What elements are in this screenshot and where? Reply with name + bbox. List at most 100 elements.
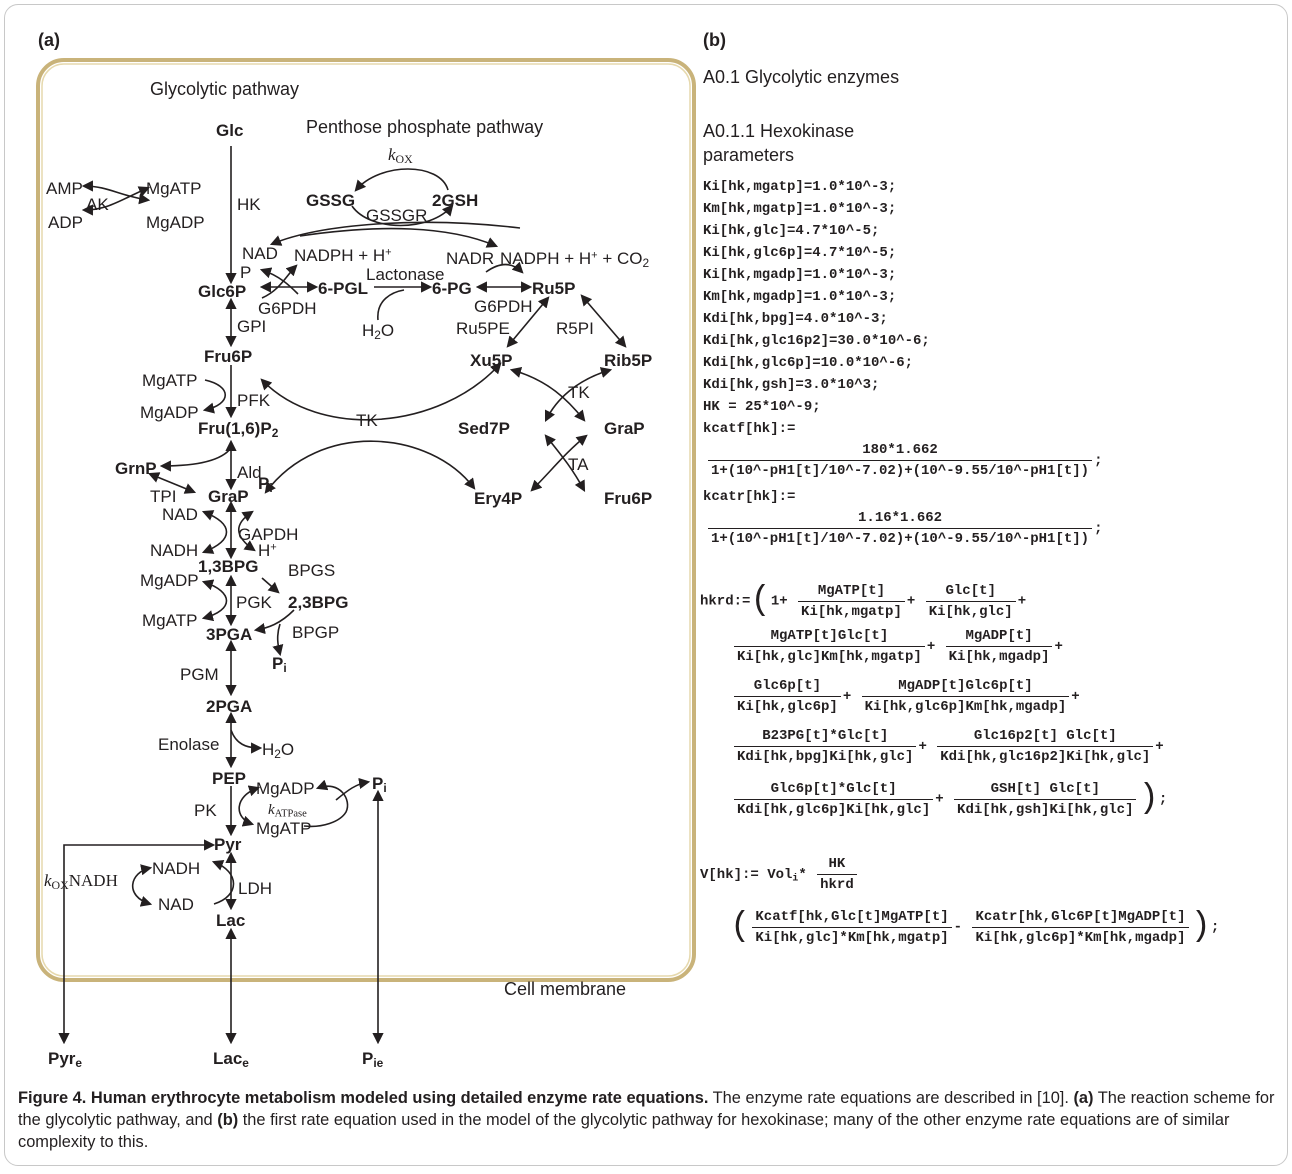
bpgp-curve bbox=[253, 609, 295, 635]
kcatr-lhs: kcatr[hk]:= bbox=[703, 489, 796, 505]
metabolite-gssg: GSSG bbox=[306, 191, 356, 210]
param-line: Kdi[hk,glc16p2]=30.0*10^-6; bbox=[703, 333, 930, 349]
param-line: HK = 25*10^-9; bbox=[703, 399, 821, 415]
hkrd-line-5: Glc6p[t]*Glc[t]Kdi[hk,glc6p]Ki[hk,glc]+ … bbox=[732, 780, 1167, 818]
cofactor-h2o-enolase: H2O bbox=[262, 740, 295, 761]
hkrd-term-den: Ki[hk,glc6p] bbox=[734, 696, 841, 715]
arrow-grnp-grap bbox=[147, 472, 197, 494]
param-line: Kdi[hk,bpg]=4.0*10^-3; bbox=[703, 311, 888, 327]
metabolite-pi-3: Pi bbox=[372, 774, 387, 795]
enzyme-pfk: PFK bbox=[237, 391, 271, 410]
v-term-den: Ki[hk,glc]*Km[hk,mgatp] bbox=[752, 926, 952, 946]
tk-arc-lower bbox=[264, 440, 476, 494]
enzyme-g6pdh-1: G6PDH bbox=[258, 299, 317, 318]
enzyme-ldh: LDH bbox=[238, 879, 273, 898]
param-line: Ki[hk,glc]=4.7*10^-5; bbox=[703, 223, 880, 239]
enzyme-tpi: TPI bbox=[150, 487, 177, 506]
enzyme-ald: Ald bbox=[237, 463, 262, 482]
metabolite-pi-1: Pi bbox=[258, 474, 273, 495]
cofactor-nad-1: NAD bbox=[242, 244, 278, 263]
metabolite-lac-e: Lace bbox=[213, 1049, 249, 1070]
ald-grnp-curve bbox=[159, 447, 232, 472]
v-lhs: V[hk]:= Vol bbox=[700, 867, 793, 884]
cofactor-nadh-3: NADH bbox=[152, 859, 201, 878]
hkrd-term-num: MgADP[t] bbox=[965, 628, 1033, 644]
arrow-pyr-export bbox=[58, 839, 216, 1045]
caption-text-3: the first rate equation used in the mode… bbox=[18, 1111, 1230, 1151]
kcatr-numerator: 1.16*1.662 bbox=[858, 510, 943, 526]
membrane-label: Cell membrane bbox=[504, 979, 627, 999]
enzyme-tk-big: TK bbox=[356, 411, 378, 430]
hkrd-term-num: MgATP[t]Glc[t] bbox=[770, 628, 889, 644]
cofactor-nad-3: NAD bbox=[158, 895, 194, 914]
hkrd-term-den: Kdi[hk,glc16p2]Ki[hk,glc] bbox=[937, 746, 1154, 765]
hkrd-term-num: GSH[t] Glc[t] bbox=[990, 780, 1100, 797]
metabolite-pep: PEP bbox=[212, 769, 247, 788]
metabolite-ru5p: Ru5P bbox=[532, 279, 576, 298]
metabolite-13bpg: 1,3BPG bbox=[198, 557, 259, 576]
enzyme-gssgr: GSSGR bbox=[366, 206, 428, 225]
hkrd-term-den: Ki[hk,glc]Km[hk,mgatp] bbox=[734, 646, 925, 665]
kcatf-denominator: 1+(10^-pH1[t]/10^-7.02)+(10^-9.55/10^-pH… bbox=[708, 460, 1093, 479]
cofactor-mgadp-pfk: MgADP bbox=[140, 403, 199, 422]
cofactor-adp: ADP bbox=[48, 213, 83, 232]
tk-curve-2 bbox=[544, 367, 613, 423]
cofactor-h2o-lactonase: H2O bbox=[362, 321, 395, 342]
cofactor-mgadp-pk: MgADP bbox=[256, 779, 315, 798]
enzyme-bpgs: BPGS bbox=[288, 561, 336, 580]
metabolite-pi-2: Pi bbox=[272, 654, 287, 675]
nadph-arc-left bbox=[269, 221, 521, 246]
cofactor-nadph-1: NADPH + H+ bbox=[294, 246, 392, 265]
panel-b-tag: (b) bbox=[703, 30, 726, 50]
metabolite-fru16p2: Fru(1,6)P2 bbox=[198, 419, 279, 440]
g6pdh2-curve bbox=[485, 261, 524, 274]
cofactor-p: P bbox=[240, 263, 252, 282]
hkrd-lhs: hkrd:= bbox=[700, 593, 751, 610]
caption-a-tag: (a) bbox=[1073, 1089, 1094, 1107]
cofactor-hplus: H+ bbox=[258, 541, 277, 560]
rate-kox: kOX bbox=[388, 145, 413, 166]
nadph-arc-right bbox=[299, 227, 499, 248]
caption-text-1: The enzyme rate equations are described … bbox=[708, 1089, 1074, 1107]
enzyme-gpi: GPI bbox=[237, 317, 267, 336]
metabolite-pyr-e: Pyre bbox=[48, 1049, 83, 1070]
enzyme-r5pi: R5PI bbox=[556, 319, 594, 338]
v-term-num: Kcatf[hk,Glc[t]MgATP[t] bbox=[755, 908, 949, 925]
enzyme-bpgp: BPGP bbox=[292, 623, 340, 642]
hkrd-term-den: Kdi[hk,gsh]Ki[hk,glc] bbox=[954, 798, 1137, 818]
hkrd-term-num: Glc[t] bbox=[945, 582, 996, 599]
rate-katpase: kATPase bbox=[268, 802, 307, 820]
metabolite-ery4p: Ery4P bbox=[474, 489, 523, 508]
cofactor-mgatp-pfk: MgATP bbox=[142, 371, 198, 390]
ppp-title: Penthose phosphate pathway bbox=[306, 117, 544, 137]
hkrd-line-3: Glc6p[t]Ki[hk,glc6p]+ MgADP[t]Glc6p[t]Ki… bbox=[732, 678, 1080, 715]
metabolite-rib5p: Rib5P bbox=[604, 351, 653, 370]
hkrd-line-1: hkrd:=(1+ MgATP[t]Ki[hk,mgatp]+ Glc[t]Ki… bbox=[700, 582, 1027, 620]
v-term-num: Kcatr[hk,Glc6P[t]MgADP[t] bbox=[975, 908, 1186, 925]
cofactor-mgadp-hk: MgADP bbox=[146, 213, 205, 232]
metabolite-xu5p: Xu5P bbox=[470, 351, 513, 370]
arrow-ru5p-xu5p bbox=[506, 296, 550, 348]
caption-b-tag: (b) bbox=[217, 1111, 239, 1129]
heading-hexokinase-2: parameters bbox=[703, 145, 795, 165]
katpase-arc bbox=[303, 779, 349, 828]
metabolite-fru6p: Fru6P bbox=[204, 347, 253, 366]
hkrd-term-den: Ki[hk,mgadp] bbox=[945, 646, 1053, 665]
enzyme-ak: AK bbox=[86, 195, 109, 214]
metabolite-3pga: 3PGA bbox=[206, 625, 253, 644]
v-lhs-sub: i bbox=[792, 872, 799, 884]
glycolytic-pathway-title: Glycolytic pathway bbox=[150, 79, 300, 99]
param-line: Kdi[hk,glc6p]=10.0*10^-6; bbox=[703, 355, 914, 371]
ak-curve-2 bbox=[81, 186, 151, 216]
param-line: Ki[hk,glc6p]=4.7*10^-5; bbox=[703, 245, 897, 261]
metabolite-glc: Glc bbox=[216, 121, 244, 140]
metabolite-grnp: GrnP bbox=[115, 459, 157, 478]
cell-membrane bbox=[36, 58, 696, 982]
cofactor-mgatp-pk: MgATP bbox=[256, 819, 312, 838]
caption-text-2: The reaction scheme for the glycolytic p… bbox=[18, 1089, 1275, 1129]
metabolite-glc6p: Glc6P bbox=[198, 282, 247, 301]
param-line: Ki[hk,mgatp]=1.0*10^-3; bbox=[703, 179, 897, 195]
metabolite-pi-e: Pie bbox=[362, 1049, 384, 1070]
